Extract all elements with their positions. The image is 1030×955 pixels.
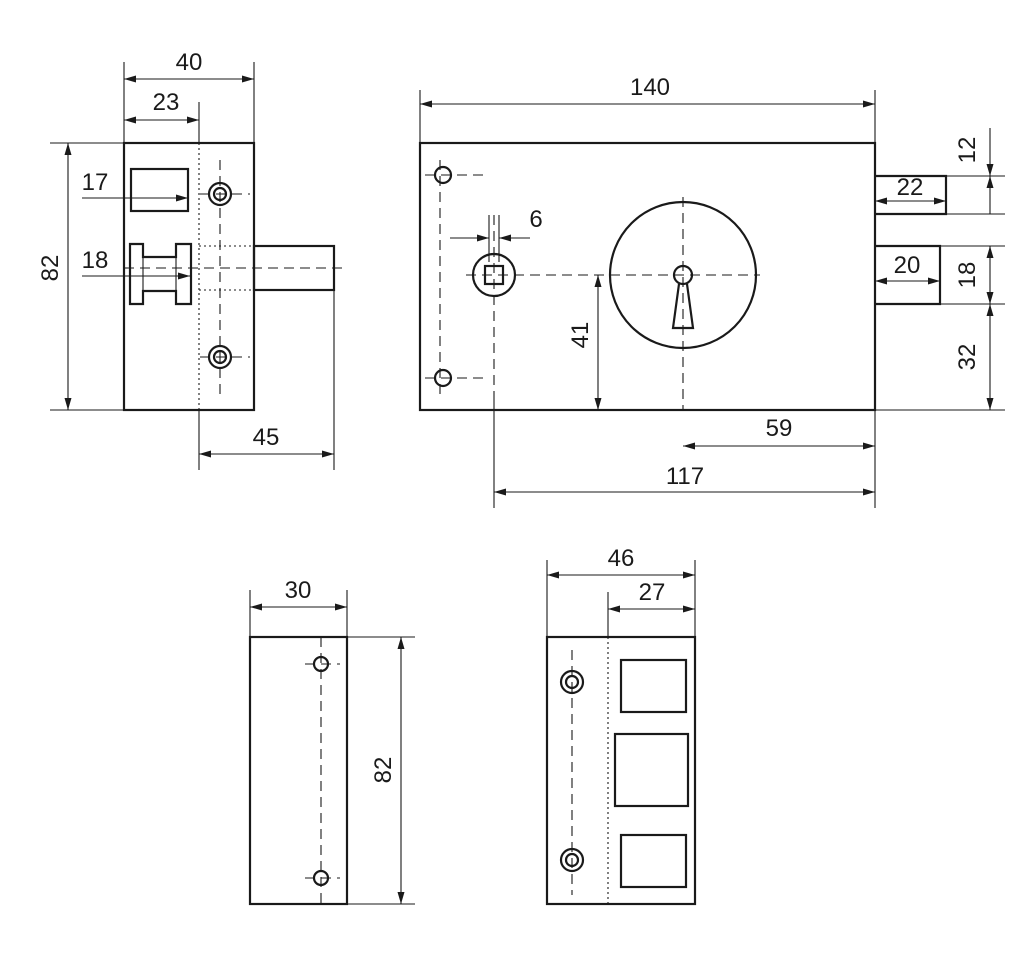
side-view: 40 23 82 17 18 45 [37,49,345,470]
dim-back-width: 30 [285,577,312,604]
screw-hole-icon [559,669,585,695]
dim-side-slot-top: 17 [82,169,109,196]
strike-view: 46 27 [545,545,697,906]
dim-back-height: 82 [370,757,397,784]
dim-front-bolt-top-length: 22 [897,174,924,201]
dim-front-spindle: 6 [529,206,542,233]
dim-front-bolt-bottom-length: 20 [894,252,921,279]
front-view-body [418,141,877,412]
strike-opening [619,658,688,714]
back-view-body [248,635,349,906]
front-view: 140 6 12 22 20 18 32 41 59 [418,74,1005,508]
spindle-icon [471,252,517,298]
screw-hole-icon [200,181,250,207]
dim-front-cylinder-offset: 59 [766,415,793,442]
dim-strike-width-partial: 27 [639,579,666,606]
front-view-bolt-top [875,174,948,216]
strike-opening [619,833,688,889]
screw-hole-icon [305,869,340,887]
screw-hole-icon [305,655,340,673]
screw-hole-icon [425,165,485,185]
dim-side-width-total: 40 [176,49,203,76]
dim-side-width-partial: 23 [153,89,180,116]
dim-strike-width-total: 46 [608,545,635,572]
dim-front-bolt-top-height: 12 [954,137,981,164]
screw-hole-icon [425,368,485,388]
screw-hole-icon [559,847,585,873]
dim-front-spindle-height: 41 [567,322,594,349]
front-view-bolt-bottom [875,244,942,306]
dim-front-bolt-bottom-offset: 32 [954,344,981,371]
dim-side-slot-mid: 18 [82,247,109,274]
side-view-slot [129,167,190,213]
dim-front-bolt-bottom-height: 18 [954,262,981,289]
back-view: 30 82 [248,577,415,906]
strike-view-body [545,635,697,906]
strike-opening [613,732,690,808]
dim-front-length: 140 [630,74,670,101]
side-view-bolt-profile [128,242,193,306]
screw-hole-icon [200,344,250,370]
dim-side-height: 82 [37,255,64,282]
dim-front-spindle-offset: 117 [666,463,704,490]
dim-side-bolt-projection: 45 [253,424,280,451]
